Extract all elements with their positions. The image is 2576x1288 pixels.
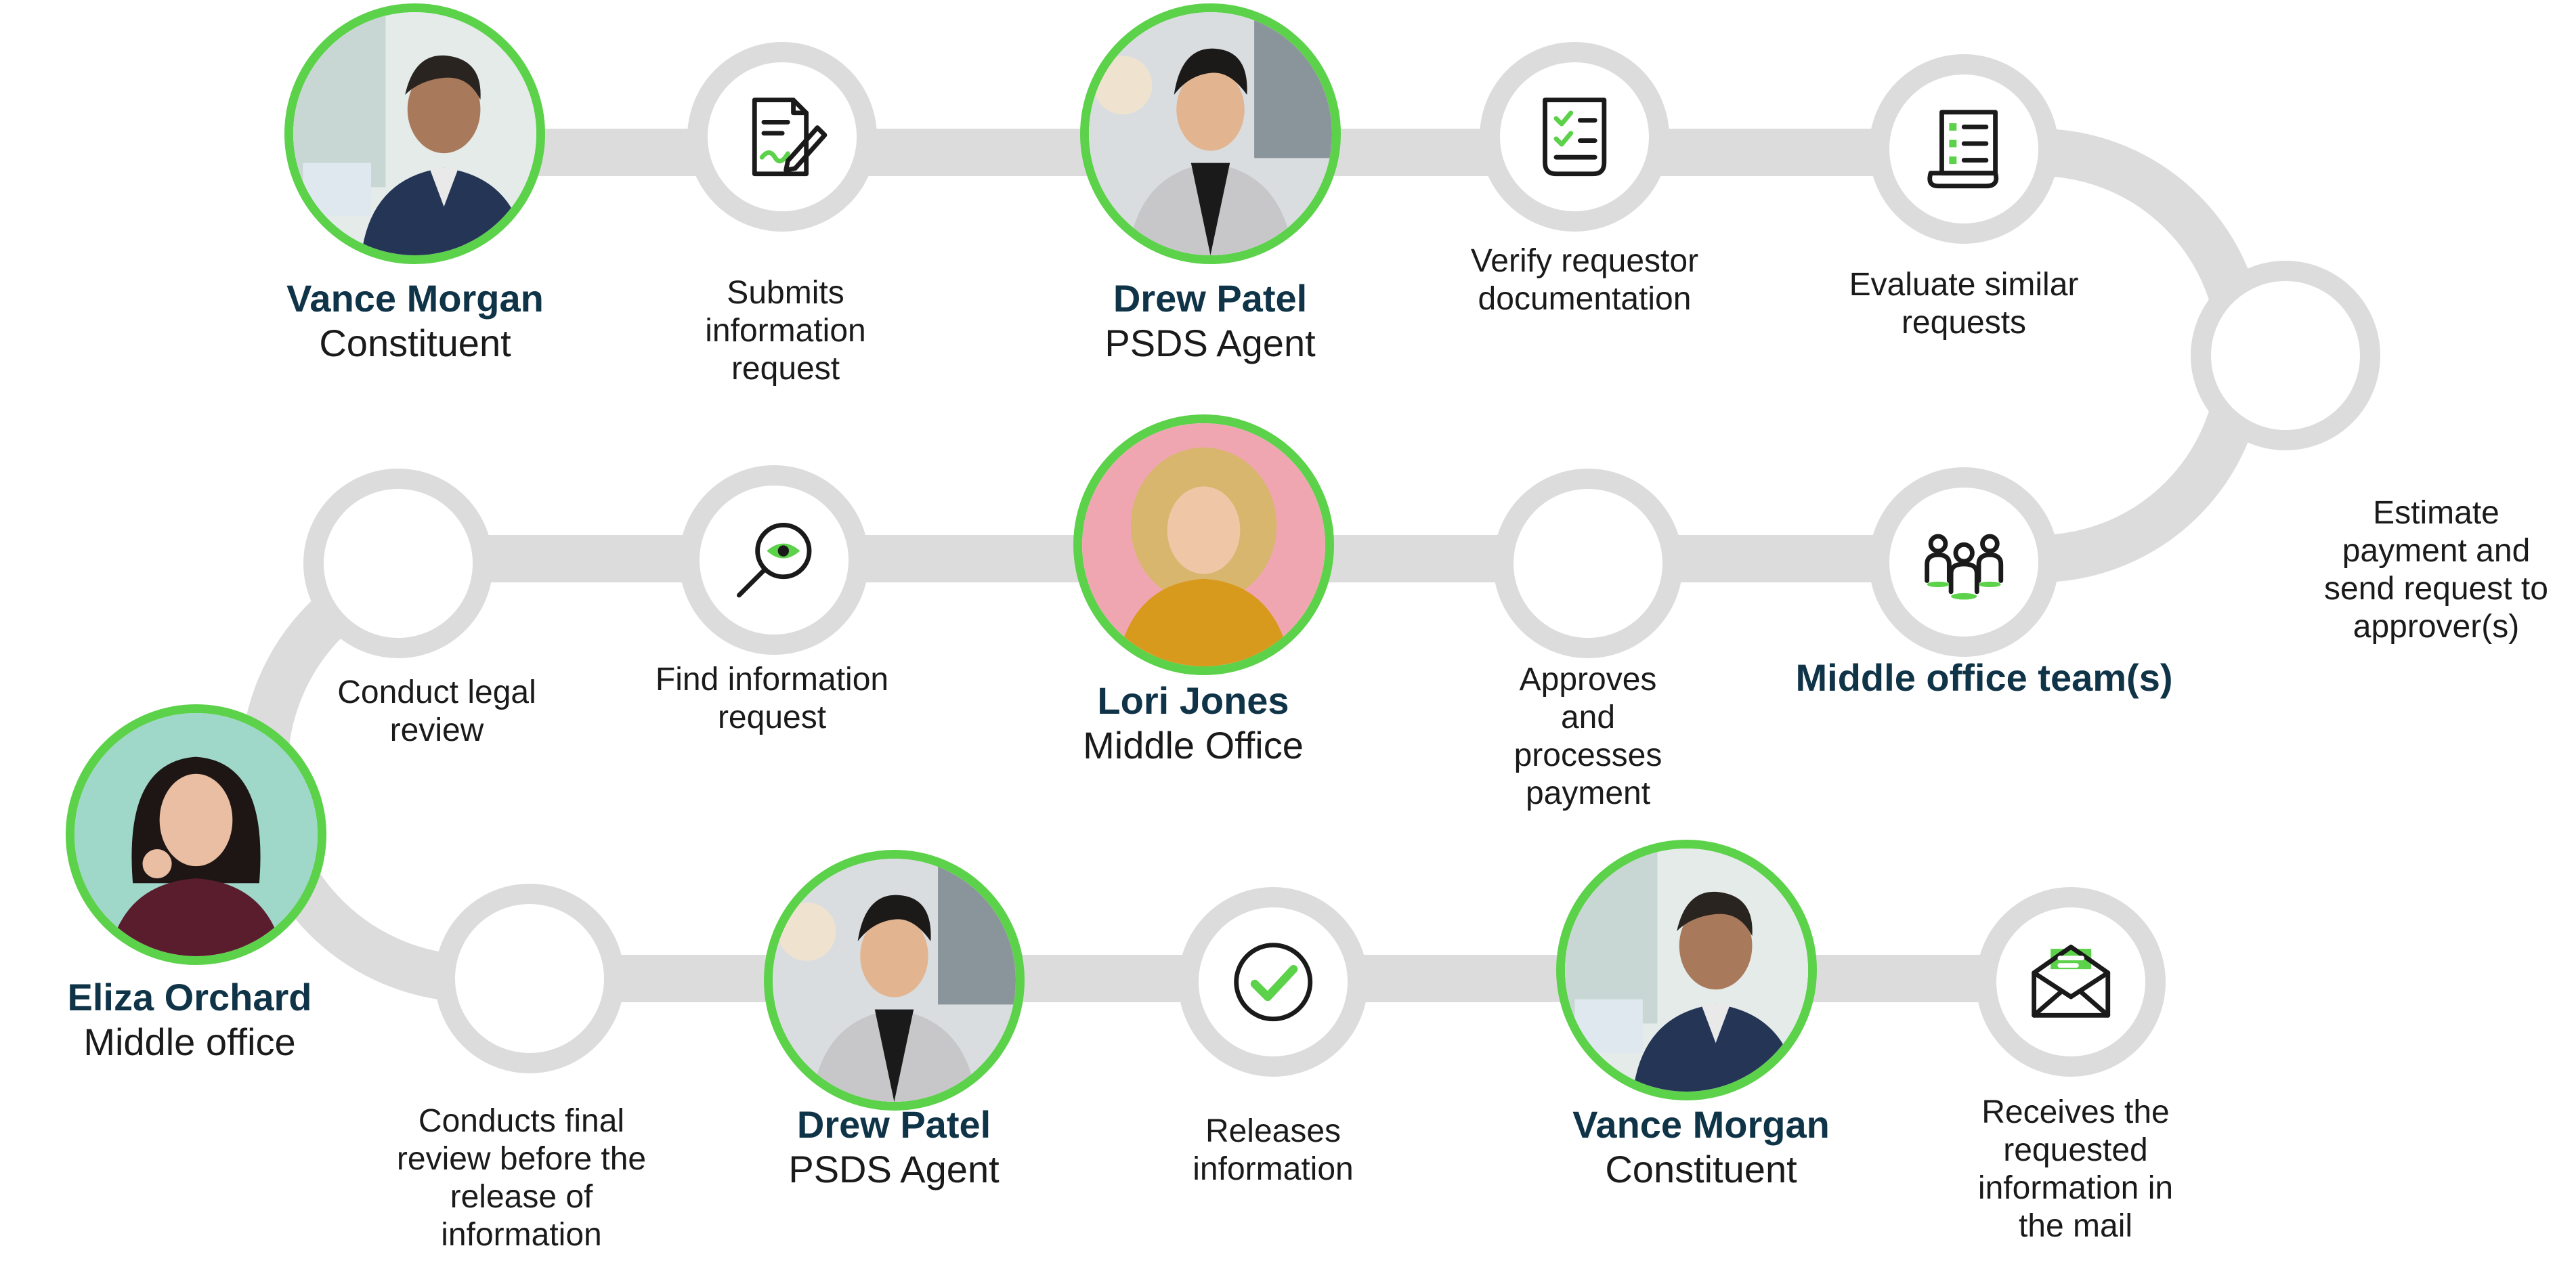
step-receive-label: Receives the requested information in th… [1933,1094,2218,1245]
label-line: Conduct legal [337,674,536,710]
person-name: Drew Patel [796,1103,991,1146]
person-name: Eliza Orchard [67,976,312,1018]
person-name: Vance Morgan [286,277,544,320]
portrait-image [74,713,318,956]
label-line: request [731,351,840,387]
step-evaluate-label: Evaluate similar requests [1815,266,2113,342]
envelope-icon [2032,944,2110,1018]
step-release-node [1178,887,1368,1077]
person-role: Constituent [1605,1148,1797,1190]
step-find-label: Find information request [609,661,935,737]
label-line: information in [1977,1170,2174,1206]
label-line: approver(s) [2353,609,2520,645]
avatar-drew-patel-bottom [764,850,1025,1111]
label-line: review before the [396,1141,647,1177]
label-line: Releases [1205,1113,1341,1149]
middle-office-team-node [1869,467,2059,657]
person-role: Constituent [319,322,511,364]
magnifier-eye-icon [736,522,812,598]
portrait-image [1082,423,1325,666]
label-line: requests [1901,305,2027,341]
step-estimate-label: Estimate payment and send request to app… [2299,494,2573,646]
avatar-lori-jones [1073,414,1334,675]
step-submit-label: Submits information request [650,274,921,388]
portrait-image [293,12,536,255]
portrait-image [773,859,1016,1102]
label-line: Conducts final [418,1103,625,1139]
label-line: requested [2003,1132,2148,1168]
label-line: the mail [2018,1208,2133,1244]
person-role: Middle office [83,1021,296,1063]
step-approve-node [1493,469,1683,658]
avatar-eliza-orchard [66,704,326,965]
step-receive-node [1976,887,2166,1077]
step-submit-node [687,42,877,232]
person-role: PSDS Agent [788,1148,1000,1190]
label-line: payment [1525,775,1651,811]
avatar-vance-morgan-bottom [1556,840,1817,1100]
step-final-node [435,884,624,1073]
label-line: and [1560,700,1616,735]
person-name: Lori Jones [1097,679,1289,722]
step-verify-node [1480,42,1669,232]
portrait-image [1089,12,1332,255]
avatar-drew-patel-top [1080,3,1341,264]
label-line: Receives the [1981,1094,2170,1130]
person-name: Drew Patel [1113,277,1308,320]
step-approve-label: Approves and processes payment [1459,661,1717,813]
label-line: send request to [2324,571,2548,607]
person-role: Middle Office [1083,724,1304,767]
person-name: Vance Morgan [1572,1103,1830,1146]
person-label-vance-morgan-top: Vance Morgan Constituent [212,276,618,366]
step-find-node [679,465,869,655]
person-label-vance-morgan-bottom: Vance Morgan Constituent [1498,1102,1904,1192]
label-line: information [441,1217,602,1253]
step-final-label: Conducts final review before the release… [366,1102,677,1254]
label-line: processes [1514,737,1662,773]
avatar-vance-morgan-top [284,3,545,264]
label-line: information [705,313,866,349]
step-release-label: Releases information [1131,1113,1415,1188]
step-legal-label: Conduct legal review [281,674,593,750]
label-line: Find information [655,662,889,697]
portrait-image [1565,849,1808,1092]
team-group-icon [1925,534,2003,600]
person-label-eliza-orchard: Eliza Orchard Middle office [0,975,379,1065]
label-line: payment and [2342,533,2531,569]
person-label-drew-patel-top: Drew Patel PSDS Agent [1007,276,1413,366]
team-name: Middle office team(s) [1795,656,2173,699]
label-line: Evaluate similar [1849,267,2079,303]
person-label-drew-patel-bottom: Drew Patel PSDS Agent [691,1102,1097,1192]
label-line: Approves [1519,662,1657,697]
checklist-icon [1542,98,1607,176]
person-label-lori-jones: Lori Jones Middle Office [990,679,1396,768]
label-line: review [389,712,484,748]
step-estimate-node [2191,261,2380,450]
check-circle-icon [1234,943,1312,1021]
label-line: request [717,700,827,735]
step-verify-label: Verify requestor documentation [1422,242,1747,318]
step-evaluate-node [1869,54,2059,244]
step-legal-node [303,469,493,658]
label-line: documentation [1478,281,1692,317]
middle-office-team-label: Middle office team(s) [1747,656,2221,700]
label-line: Submits [727,275,844,311]
person-role: PSDS Agent [1104,322,1316,364]
label-line: Verify requestor [1470,243,1699,279]
list-scroll-icon [1927,110,1998,188]
label-line: information [1193,1151,1354,1187]
document-pen-icon [752,98,828,176]
label-line: release of [450,1179,593,1215]
label-line: Estimate [2373,495,2499,531]
